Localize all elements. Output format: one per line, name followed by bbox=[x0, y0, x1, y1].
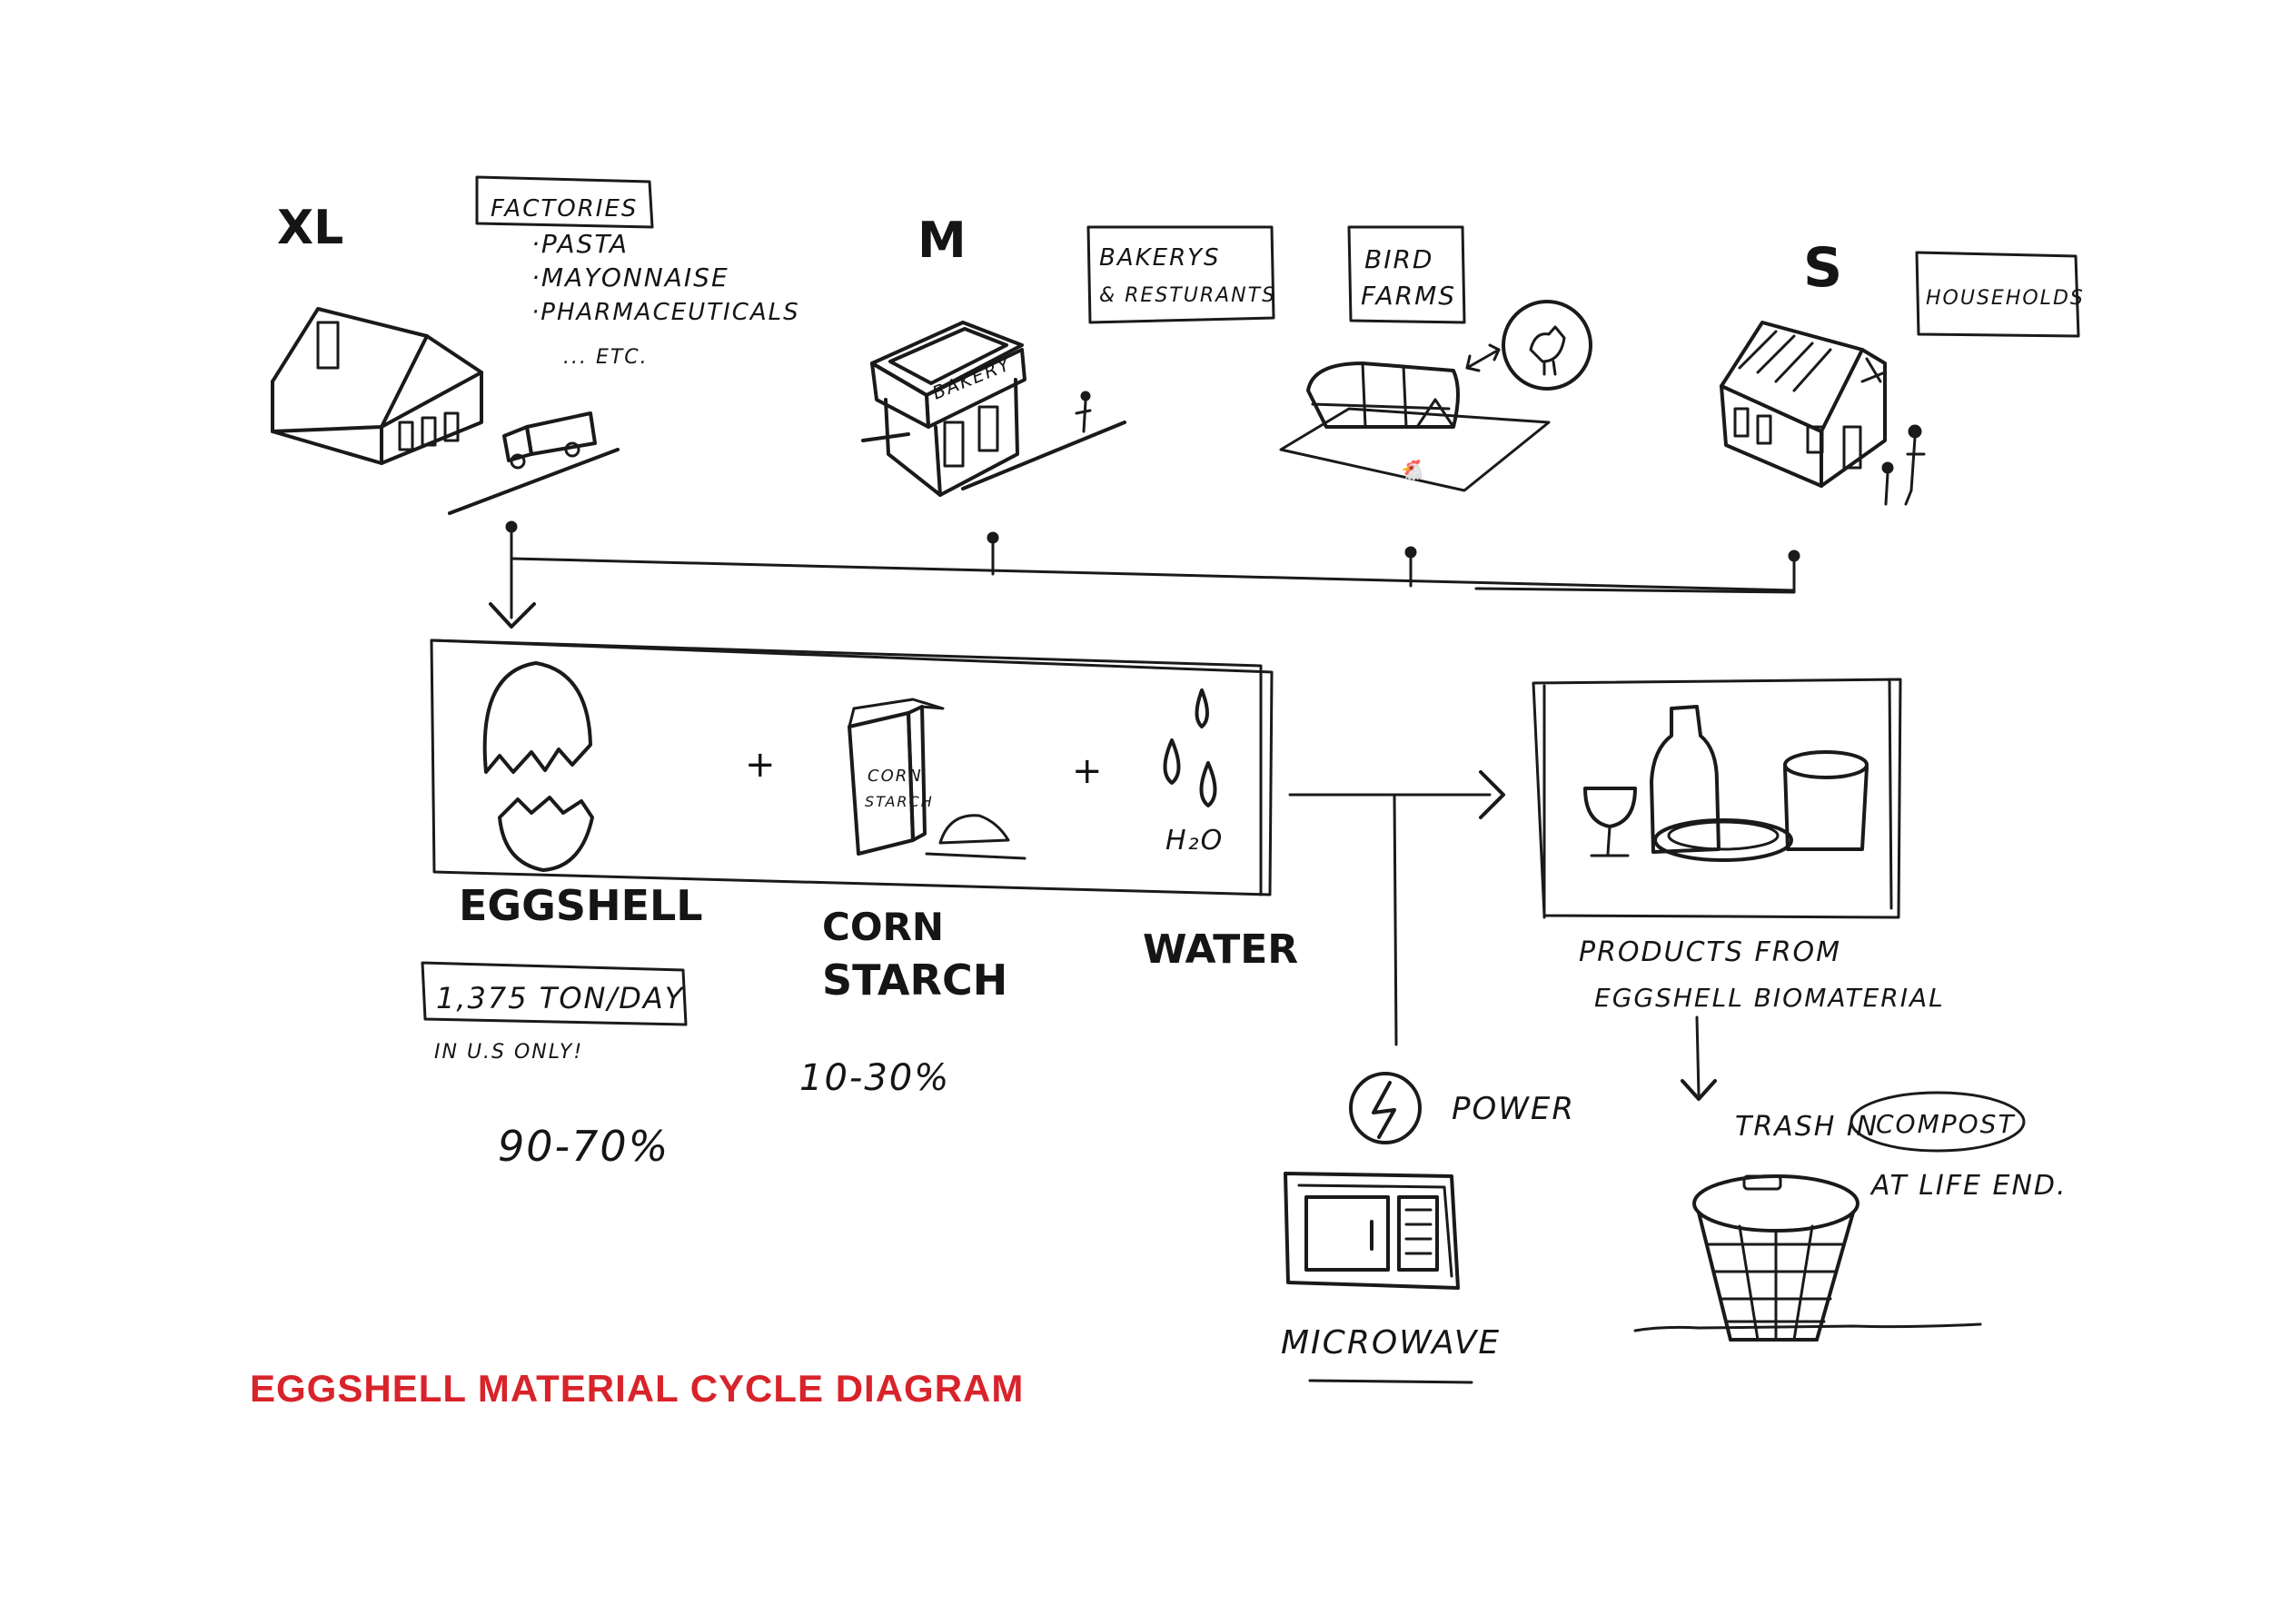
scale-label-xl: XL bbox=[277, 201, 343, 255]
products-label-line2: EGGSHELL BIOMATERIAL bbox=[1594, 983, 1945, 1013]
bird-farms-line1: BIRD bbox=[1364, 244, 1433, 274]
power-label: POWER bbox=[1452, 1091, 1575, 1127]
end-of-life-prefix: TRASH IN bbox=[1735, 1111, 1879, 1143]
bakery-road-line bbox=[961, 421, 1126, 490]
factories-item-pasta: ·PASTA bbox=[531, 229, 629, 259]
eggshell-percent: 90-70% bbox=[498, 1122, 669, 1171]
eggshell-label: EGGSHELL bbox=[459, 881, 703, 930]
cornstarch-box-icon: CORN STARCH bbox=[848, 698, 1026, 860]
compost-circle bbox=[1850, 1091, 2026, 1153]
water-drops-icon: H₂O bbox=[1163, 688, 1224, 857]
end-of-life-line2: AT LIFE END. bbox=[1869, 1170, 2068, 1202]
person-icon bbox=[1075, 391, 1092, 433]
water-formula: H₂O bbox=[1165, 825, 1224, 857]
water-label: WATER bbox=[1143, 926, 1298, 973]
farm-link-arrow bbox=[1465, 348, 1501, 370]
family-icon bbox=[1881, 424, 1926, 506]
cornstarch-box-line1: CORN bbox=[868, 767, 923, 786]
factories-box: FACTORIES bbox=[475, 175, 654, 229]
farm-chicken-doodle: 🐔 bbox=[1399, 459, 1427, 482]
scale-label-m: M bbox=[917, 212, 967, 269]
bakery-ground-line bbox=[861, 432, 910, 442]
microwave-label: MICROWAVE bbox=[1281, 1324, 1501, 1362]
households-label: HOUSEHOLDS bbox=[1926, 287, 2085, 310]
cornstarch-box-line2: STARCH bbox=[865, 793, 934, 810]
microwave-underline bbox=[1308, 1379, 1473, 1384]
eggshell-amount: 1,375 TON/DAY bbox=[436, 981, 685, 1015]
factories-item-pharmaceuticals: ·PHARMACEUTICALS bbox=[531, 299, 800, 326]
bakery-box: BAKERYS & RESTURANTS bbox=[1086, 225, 1276, 324]
ingredients-box bbox=[430, 639, 1274, 896]
plus-sign-2: + bbox=[1072, 750, 1103, 792]
bakery-box-line1: BAKERYS bbox=[1099, 244, 1221, 272]
microwave-icon bbox=[1284, 1172, 1460, 1290]
bird-farms-line2: FARMS bbox=[1361, 281, 1456, 311]
compost-label: COMPOST bbox=[1876, 1109, 2016, 1139]
scale-label-s: S bbox=[1803, 236, 1842, 300]
eggshell-note: IN U.S ONLY! bbox=[434, 1041, 583, 1064]
households-box: HOUSEHOLDS bbox=[1915, 251, 2085, 338]
bird-farm-icon: 🐔 bbox=[1279, 361, 1551, 492]
factories-item-etc: ... ETC. bbox=[563, 346, 649, 369]
factory-building-icon bbox=[271, 307, 483, 465]
bakery-sign: BAKERY bbox=[929, 352, 1015, 403]
product-plate-icon bbox=[1653, 818, 1793, 862]
factory-road-line bbox=[448, 448, 620, 515]
cracked-egg-icon bbox=[482, 661, 594, 872]
products-down-arrow bbox=[1681, 1015, 1717, 1101]
bird-farms-box: BIRD FARMS bbox=[1347, 225, 1466, 324]
eggshell-amount-box: 1,375 TON/DAY bbox=[421, 961, 688, 1026]
products-box bbox=[1532, 678, 1902, 919]
factories-item-mayonnaise: ·MAYONNAISE bbox=[531, 262, 729, 292]
cornstarch-label-line1: CORN bbox=[822, 905, 944, 949]
cornstarch-label-line2: STARCH bbox=[822, 956, 1007, 1005]
diagram-title: EGGSHELL MATERIAL CYCLE DIAGRAM bbox=[250, 1367, 1024, 1410]
plus-sign-1: + bbox=[745, 744, 776, 786]
product-egg-cup-icon bbox=[1583, 787, 1637, 857]
truck-icon bbox=[502, 411, 597, 470]
factories-label: FACTORIES bbox=[491, 195, 638, 223]
bakery-building-icon: BAKERY bbox=[870, 321, 1026, 497]
product-cup-icon bbox=[1783, 750, 1869, 851]
power-icon bbox=[1349, 1072, 1422, 1144]
products-label-line1: PRODUCTS FROM bbox=[1579, 936, 1841, 968]
house-icon bbox=[1720, 321, 1887, 488]
cornstarch-percent: 10-30% bbox=[799, 1057, 950, 1099]
bin-ground-line bbox=[1633, 1322, 1982, 1332]
process-arrow bbox=[1288, 770, 1505, 1046]
compost-bin-icon bbox=[1692, 1174, 1859, 1342]
bakery-box-line2: & RESTURANTS bbox=[1099, 284, 1276, 307]
collection-line bbox=[505, 520, 1800, 619]
chicken-icon bbox=[1502, 300, 1592, 391]
collection-arrow bbox=[489, 602, 536, 629]
